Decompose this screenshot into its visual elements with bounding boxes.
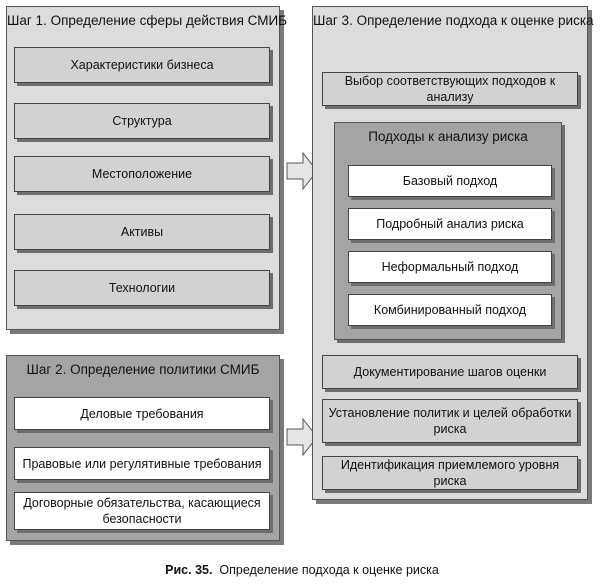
approaches-title: Подходы к анализу риска <box>368 129 528 144</box>
approach-informal: Неформальный подход <box>348 251 552 283</box>
approach-baseline: Базовый подход <box>348 165 552 197</box>
step1-item-structure: Структура <box>14 103 270 139</box>
step2-title: Шаг 2. Определение политики СМИБ <box>26 362 260 377</box>
arrow-step2-to-step3 <box>286 418 318 456</box>
step1-item-assets: Активы <box>14 214 270 250</box>
step2-item-business-requirements: Деловые требования <box>14 397 270 430</box>
step3-title: Шаг 3. Определение подхода к оценке риск… <box>313 13 594 28</box>
step1-item-location: Местоположение <box>14 156 270 192</box>
approach-combined: Комбинированный подход <box>348 294 552 326</box>
caption-number: Рис. 35. <box>165 563 213 577</box>
arrow-step1-to-step3 <box>286 152 318 190</box>
step1-item-technologies: Технологии <box>14 270 270 306</box>
caption-text: Определение подхода к оценке риска <box>219 563 439 577</box>
figure-caption: Рис. 35. Определение подхода к оценке ри… <box>0 562 604 578</box>
step3-policies: Установление политик и целей обработки р… <box>322 399 578 443</box>
step1-item-business: Характеристики бизнеса <box>14 47 270 83</box>
step3-select-approaches: Выбор соответствующих подходов к анализу <box>322 72 578 106</box>
step2-item-legal-requirements: Правовые или регулятивные требования <box>14 447 270 480</box>
step1-title: Шаг 1. Определение сферы действия СМИБ <box>7 13 288 28</box>
approach-detailed: Подробный анализ риска <box>348 208 552 240</box>
step3-documentation: Документирование шагов оценки <box>322 355 578 389</box>
step2-item-contract-obligations: Договорные обязательства, касающиеся без… <box>14 492 270 530</box>
step3-identification: Идентификация приемлемого уровня риска <box>322 456 578 490</box>
